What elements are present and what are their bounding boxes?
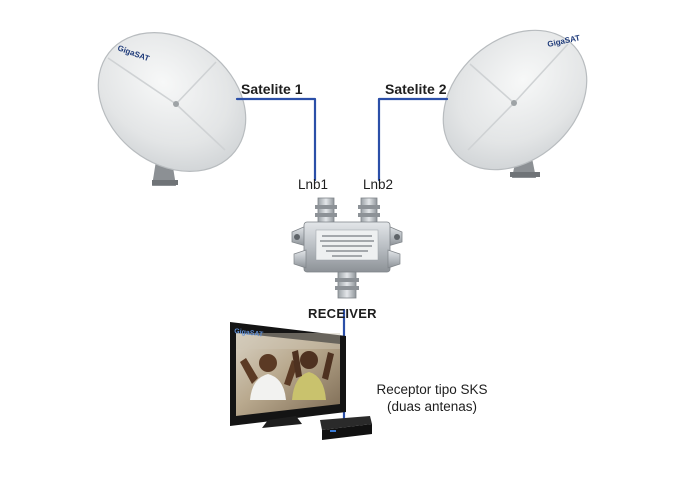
receiver-indicator-led <box>330 430 336 432</box>
switch-input-lnb2-connector <box>360 197 378 225</box>
label-receptor-type: Receptor tipo SKS <box>376 382 488 397</box>
television: GigaSAT <box>230 322 346 428</box>
label-receiver: RECEIVER <box>308 306 377 321</box>
dish-right-lnb <box>511 100 517 106</box>
label-lnb1: Lnb1 <box>298 177 329 192</box>
tv-stand <box>262 416 302 428</box>
tv-screen-people <box>240 350 334 400</box>
switch-output-connector <box>337 271 357 299</box>
label-satellite-2: Satelite 2 <box>385 81 447 97</box>
cable-satellite2-lnb2 <box>377 97 449 182</box>
satellite-dish-right: GigaSAT <box>442 29 588 178</box>
label-satellite-1: Satelite 1 <box>241 81 303 97</box>
dish-left-lnb <box>173 101 179 107</box>
diseqc-switch <box>291 197 403 299</box>
label-receptor-antennas: (duas antenas) <box>386 399 478 414</box>
dish-right-reflector <box>442 29 588 171</box>
cable-satellite1-lnb1 <box>235 97 317 182</box>
receiver-box <box>320 416 372 440</box>
satellite-dish-left: GigaSAT <box>97 32 247 186</box>
label-lnb2: Lnb2 <box>363 177 394 192</box>
tv-logo: GigaSAT <box>234 328 264 339</box>
switch-input-lnb1-connector <box>317 197 335 225</box>
switch-label-plate <box>315 229 379 261</box>
